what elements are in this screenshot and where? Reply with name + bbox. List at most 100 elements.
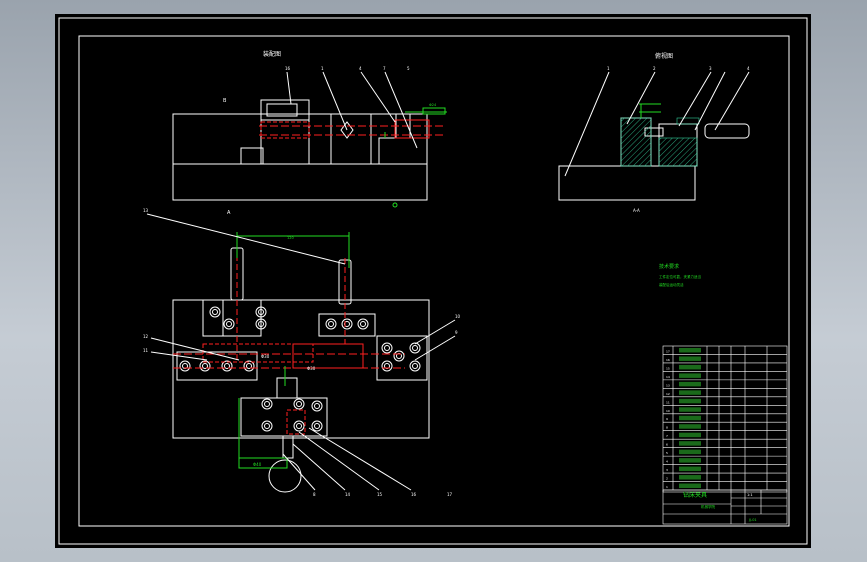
table-row-number: 10 xyxy=(666,409,670,413)
balloon-number: 2 xyxy=(653,66,656,71)
table-row-number: 5 xyxy=(666,451,668,455)
bolt-inner xyxy=(412,363,418,369)
side-view xyxy=(558,117,750,201)
bolt-hole xyxy=(311,400,323,412)
side-leaders xyxy=(564,71,750,177)
table-row-number: 14 xyxy=(666,375,670,379)
balloon-number: 4 xyxy=(359,66,362,71)
tech-line-1: 工件定位可靠，夹紧力适当 xyxy=(659,274,701,279)
bolt-hole xyxy=(221,360,233,372)
balloon-number: 13 xyxy=(143,208,149,213)
table-cell-text xyxy=(679,466,701,472)
table-cell-text xyxy=(679,356,701,361)
table-cell-text xyxy=(679,373,701,378)
outer-border xyxy=(58,17,808,545)
balloon-number: 3 xyxy=(709,66,712,71)
side-hatch xyxy=(620,117,700,167)
tech-line-2: 装配后运动灵活 xyxy=(659,282,684,287)
balloon-number: 12 xyxy=(143,334,149,339)
bolt-inner xyxy=(258,309,264,315)
table-cell-text xyxy=(679,475,701,480)
table-row-number: 16 xyxy=(666,358,670,362)
balloon-number: 1 xyxy=(607,66,610,71)
table-cell-text xyxy=(679,348,701,353)
balloon-number: 9 xyxy=(455,330,458,335)
balloon-number: 14 xyxy=(345,492,351,497)
balloon-number: 7 xyxy=(383,66,386,71)
bolt-hole xyxy=(409,342,421,354)
bolt-hole xyxy=(223,318,235,330)
bolt-inner xyxy=(384,345,390,351)
bolt-hole xyxy=(179,360,191,372)
table-row-number: 8 xyxy=(666,426,668,430)
table-row-number: 9 xyxy=(666,417,668,421)
balloon-number: 16 xyxy=(285,66,291,71)
drawing-sheet: 装配图 B A 俯视图 A-A xyxy=(55,14,811,548)
dim-bot: Φ40 xyxy=(253,462,262,467)
bolt-hole xyxy=(311,420,323,432)
side-title: 俯视图 xyxy=(655,52,673,60)
balloon-number: 4 xyxy=(747,66,750,71)
table-row-number: 12 xyxy=(666,392,670,396)
bolt-hole xyxy=(261,398,273,410)
title-block-name: 钻床夹具 xyxy=(683,491,707,499)
bolt-hole xyxy=(199,360,211,372)
table-cell-text xyxy=(679,381,701,387)
title-block-no: JJ-01 xyxy=(748,518,757,522)
front-leaders xyxy=(286,71,418,149)
table-cell-text xyxy=(679,390,701,395)
mark-top-label: B xyxy=(223,98,227,104)
table-cell-text xyxy=(679,432,701,438)
bolt-inner xyxy=(296,401,302,407)
bolt-hole xyxy=(255,318,267,330)
balloon-number: 8 xyxy=(313,492,316,497)
bolt-hole xyxy=(393,350,405,362)
bolt-hole xyxy=(293,398,305,410)
bolt-inner xyxy=(264,423,270,429)
bolt-hole xyxy=(381,360,393,372)
bolt-inner xyxy=(314,423,320,429)
front-centerlines xyxy=(259,119,445,139)
bolt-inner xyxy=(264,401,270,407)
table-cell-text xyxy=(679,449,701,455)
table-row-number: 7 xyxy=(666,434,668,438)
table-row-number: 2 xyxy=(666,477,668,481)
bolt-hole xyxy=(209,306,221,318)
table-row-number: 6 xyxy=(666,443,668,447)
table-row-number: 1 xyxy=(666,485,668,489)
bolt-hole xyxy=(357,318,369,330)
bolt-inner xyxy=(246,363,252,369)
table-cell-text xyxy=(679,398,701,404)
dim-mid: 120 xyxy=(287,236,294,240)
table-row-number: 17 xyxy=(666,349,670,353)
table-row-number: 15 xyxy=(666,366,670,370)
bolt-hole xyxy=(255,306,267,318)
section-a-left: A xyxy=(227,210,231,216)
bolt-hole xyxy=(381,342,393,354)
cad-drawing: 装配图 B A 俯视图 A-A xyxy=(58,17,808,545)
table-cell-text xyxy=(679,441,701,446)
title-block-scale: 1:1 xyxy=(747,493,753,497)
front-title: 装配图 xyxy=(263,50,281,58)
balloon-number: 1 xyxy=(321,66,324,71)
table-cell-text xyxy=(679,483,701,488)
plan-dims xyxy=(236,232,350,469)
bolt-inner xyxy=(412,345,418,351)
balloon-number: 16 xyxy=(411,492,417,497)
balloon-number: 11 xyxy=(143,348,149,353)
bolt-hole xyxy=(409,360,421,372)
table-row-number: 4 xyxy=(666,460,668,464)
table-cell-text xyxy=(679,424,701,429)
dim-left: Φ24 xyxy=(429,103,437,107)
bolt-hole xyxy=(293,420,305,432)
bolt-inner xyxy=(314,403,320,409)
table-cell-text xyxy=(679,458,701,463)
bolt-inner xyxy=(224,363,230,369)
bolt-hole xyxy=(261,420,273,432)
title-block-school: 机械学院 xyxy=(701,504,715,509)
front-dims xyxy=(384,107,447,208)
inner-border xyxy=(78,35,790,527)
bolt-inner xyxy=(212,309,218,315)
